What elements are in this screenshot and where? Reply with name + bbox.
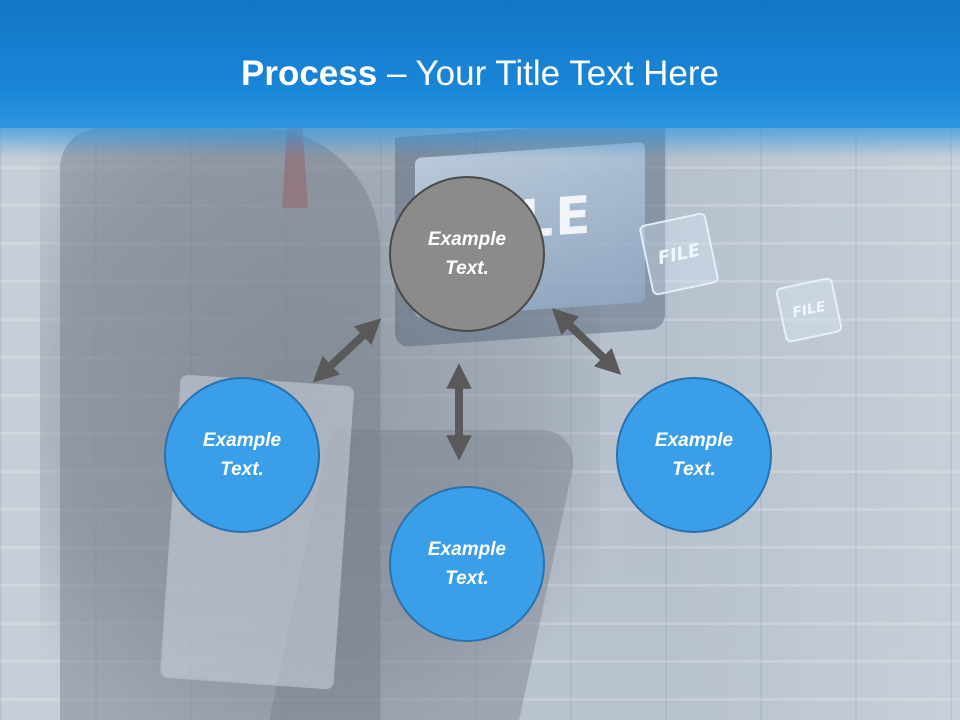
title-banner [0,0,960,128]
arrow-center-right [551,308,622,375]
arrow-center-left [312,318,382,383]
slide-title: Process – Your Title Text Here [0,52,960,96]
title-rest: – Your Title Text Here [377,54,719,93]
title-banner-fade [0,118,960,158]
title-bold: Process [241,54,378,93]
